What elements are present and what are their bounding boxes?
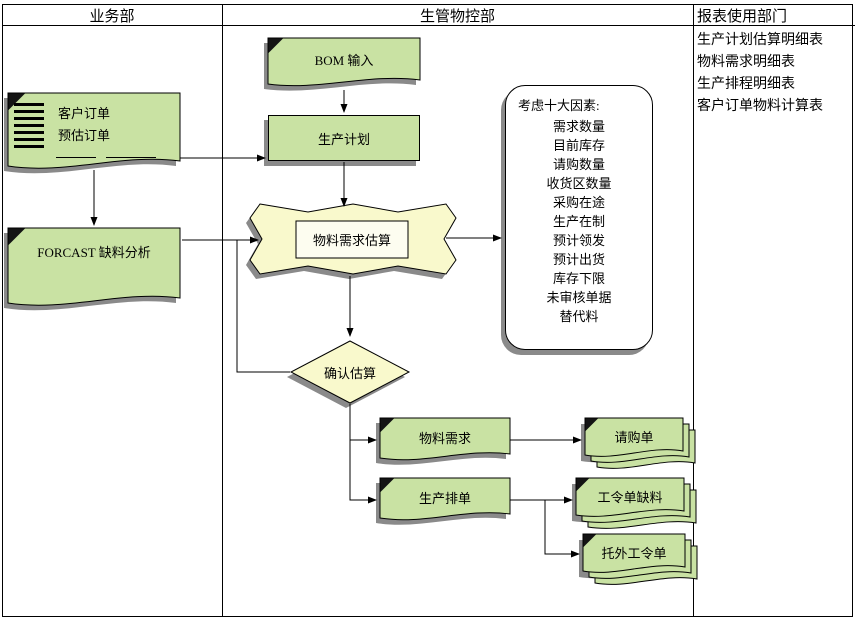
document-shape	[379, 417, 511, 461]
node-material-requirement-estimation[interactable]: 物料需求估算	[246, 202, 458, 279]
factor-item: 替代料	[559, 309, 599, 324]
factor-item: 采购在途	[552, 195, 605, 210]
factor-item: 预计领发	[552, 233, 605, 248]
purchase-requisition-label: 请购单	[614, 430, 654, 445]
lane-divider-1	[222, 4, 223, 617]
estimation-label: 物料需求估算	[312, 233, 391, 248]
folded-corner-icon	[8, 228, 25, 245]
report-item: 生产计划估算明细表	[697, 33, 823, 48]
factor-item: 需求数量	[552, 119, 605, 134]
factor-item: 请购数量	[552, 157, 605, 172]
lane-header-report-users: 报表使用部门	[697, 8, 788, 25]
lane-divider-2	[693, 4, 694, 617]
factor-item: 生产在制	[552, 214, 605, 229]
node-production-plan[interactable]: 生产计划	[264, 115, 420, 166]
folded-corner-icon	[380, 478, 394, 492]
forecast-label: FORCAST 缺料分析	[37, 244, 151, 260]
customer-orders-label: 客户订单	[58, 106, 111, 121]
document-shape	[7, 92, 181, 169]
page-border	[2, 4, 853, 617]
folded-corner-icon	[583, 534, 596, 547]
production-scheduling-label: 生产排单	[418, 490, 471, 506]
node-outsourced-work-order[interactable]: 托外工令单	[579, 533, 699, 588]
material-requirement-label: 物料需求	[418, 430, 471, 446]
folded-corner-icon	[8, 93, 25, 110]
outsourced-work-order-label: 托外工令单	[601, 546, 667, 561]
factor-item: 库存下限	[552, 271, 605, 286]
report-item: 客户订单物料计算表	[697, 99, 823, 114]
decision-shape	[289, 340, 411, 404]
folded-corner-icon	[268, 38, 283, 53]
folded-corner-icon	[380, 418, 394, 432]
production-plan-label: 生产计划	[317, 131, 370, 147]
inner-label-box	[295, 220, 409, 259]
node-confirm-estimation[interactable]: 确认估算	[287, 340, 411, 408]
node-production-scheduling[interactable]: 生产排单	[376, 477, 511, 525]
binding-lines-icon	[14, 103, 44, 149]
process-shape	[268, 115, 420, 161]
factor-item: 目前库存	[552, 138, 605, 153]
work-order-shortage-label: 工令单缺料	[597, 490, 663, 505]
document-shape	[584, 417, 684, 457]
folded-corner-icon	[585, 418, 598, 431]
header-divider-line	[2, 25, 855, 26]
factor-item: 收货区数量	[546, 176, 612, 191]
document-shape	[575, 477, 685, 517]
lane-header-business: 业务部	[89, 8, 135, 25]
report-list: 生产计划估算明细表 物料需求明细表 生产排程明细表 客户订单物料计算表	[697, 30, 855, 118]
blank-line	[56, 157, 96, 158]
report-item: 物料需求明细表	[697, 55, 795, 70]
node-customer-orders[interactable]: 客户订单 预估订单	[4, 92, 181, 174]
blank-line	[106, 157, 156, 158]
document-shape	[7, 227, 181, 306]
factors-title: 考虑十大因素:	[518, 98, 600, 113]
bom-input-label: BOM 输入	[314, 52, 374, 68]
factor-item: 未审核单据	[546, 290, 612, 305]
node-purchase-requisition[interactable]: 请购单	[581, 417, 697, 472]
factor-item: 预计出货	[552, 252, 605, 267]
node-work-order-shortage[interactable]: 工令单缺料	[572, 477, 698, 532]
document-shape	[582, 533, 686, 573]
node-material-requirement[interactable]: 物料需求	[376, 417, 511, 465]
node-forecast-shortage-analysis[interactable]: FORCAST 缺料分析	[4, 227, 181, 311]
factors-note-box[interactable]: 考虑十大因素: 需求数量 目前库存 请购数量 收货区数量 采购在途 生产在制 预…	[505, 85, 653, 350]
estimated-orders-label: 预估订单	[58, 128, 111, 143]
confirm-label: 确认估算	[323, 365, 376, 381]
document-shape	[267, 37, 421, 87]
lane-header-production-control: 生管物控部	[419, 8, 495, 25]
document-shape	[379, 477, 511, 521]
report-item: 生产排程明细表	[697, 77, 795, 92]
folded-corner-icon	[576, 478, 589, 491]
node-bom-input[interactable]: BOM 输入	[264, 37, 421, 91]
